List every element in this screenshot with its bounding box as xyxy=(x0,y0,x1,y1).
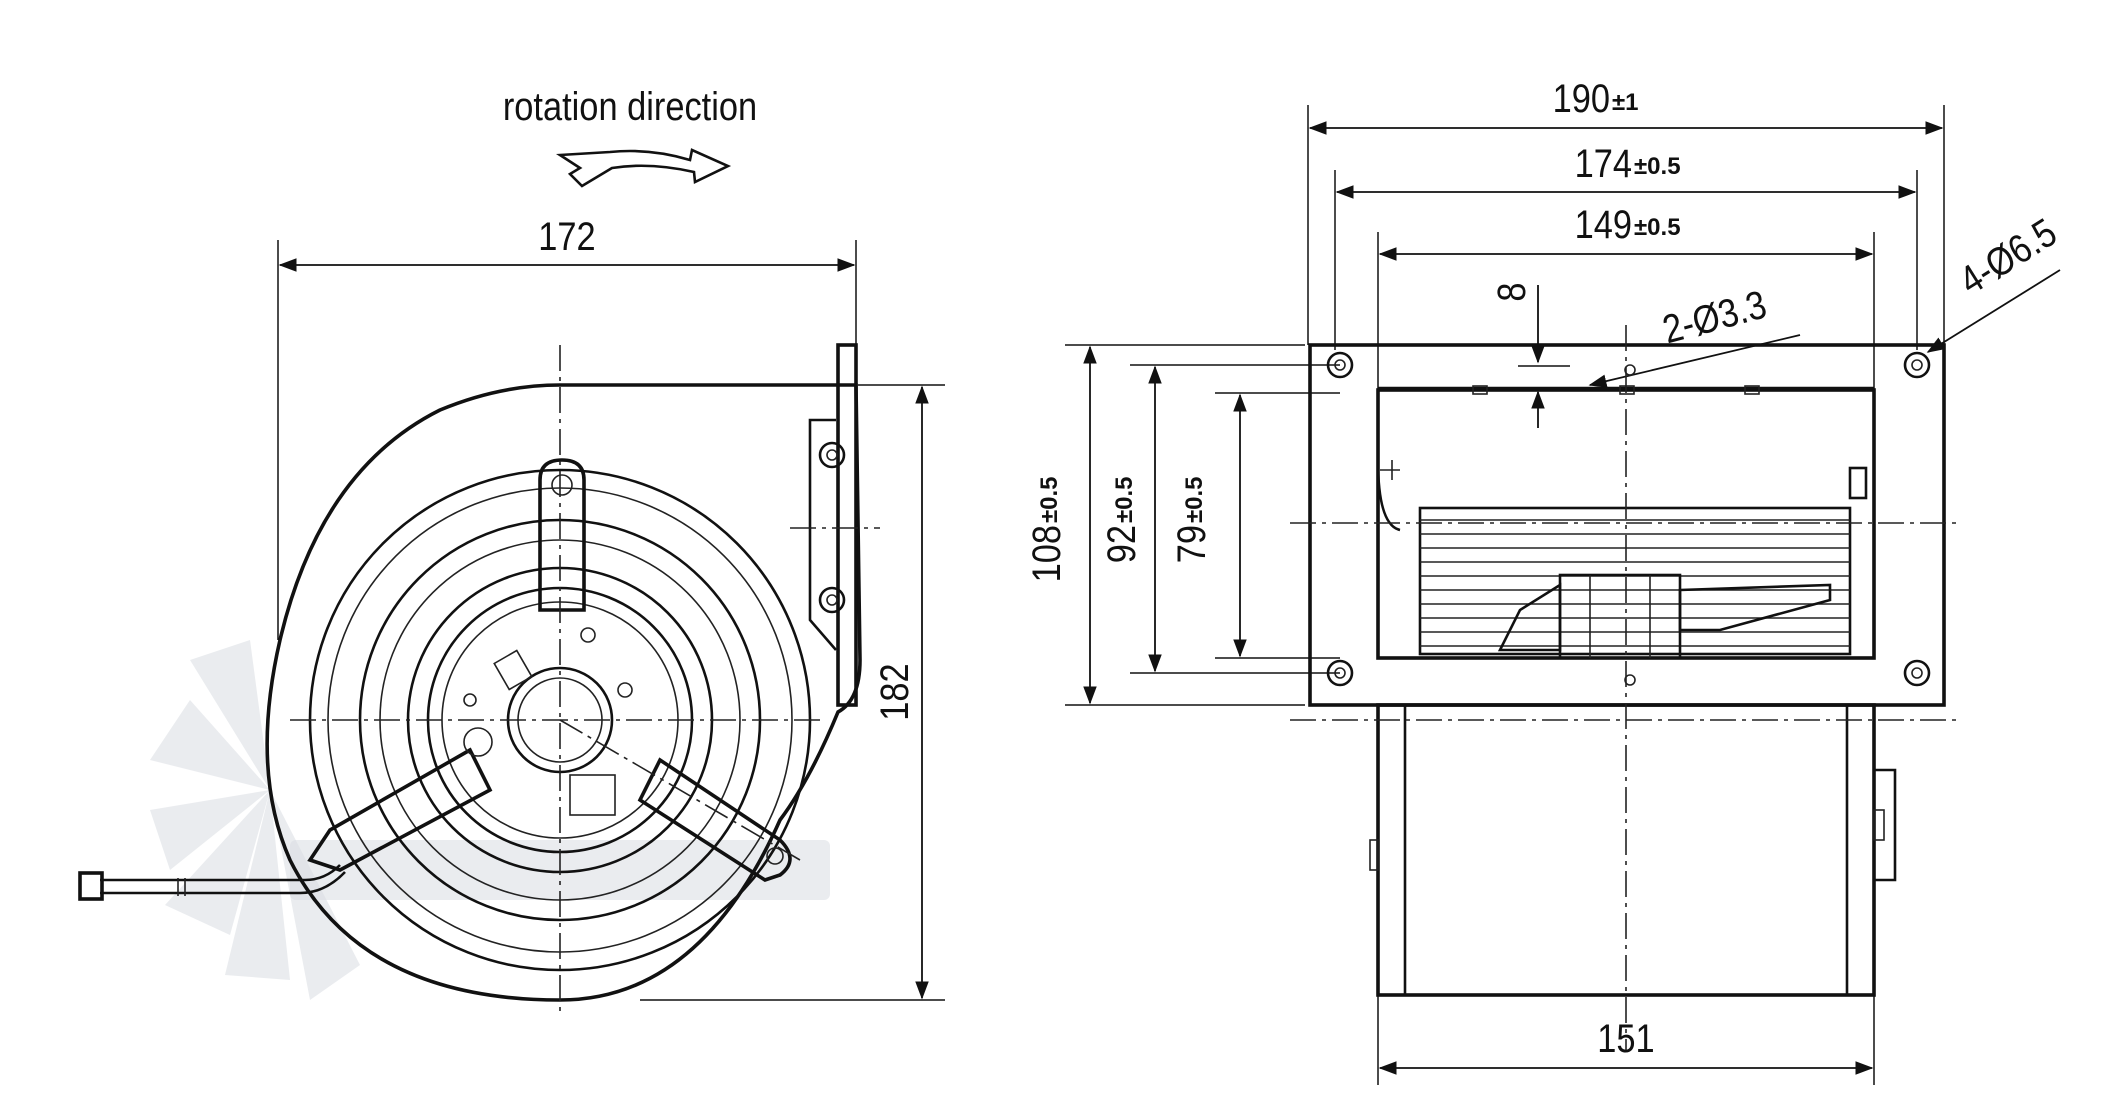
dim-182: 182 xyxy=(872,663,917,720)
svg-text:±0.5: ±0.5 xyxy=(1181,476,1208,523)
svg-text:108: 108 xyxy=(1024,525,1069,582)
dim-79: 79 ±0.5 xyxy=(1169,476,1214,563)
dim-108: 108 ±0.5 xyxy=(1024,476,1069,582)
mounting-flange xyxy=(836,343,858,707)
mounting-hole-br xyxy=(1903,659,1931,687)
front-view: rotation direction 172 182 xyxy=(78,84,945,1015)
svg-text:149: 149 xyxy=(1575,202,1632,247)
rotation-direction-label: rotation direction xyxy=(503,84,757,129)
rotation-arrow-icon xyxy=(555,148,732,188)
dim-172: 172 xyxy=(538,214,595,259)
mounting-hole-bl xyxy=(1326,659,1354,687)
hole-callout-2x: 2-Ø3.3 xyxy=(1658,281,1771,352)
support-arm-top xyxy=(538,458,586,612)
svg-text:92: 92 xyxy=(1099,525,1144,563)
side-view: 190 ±1 174 ±0.5 149 ±0.5 8 2-Ø3.3 4-Ø6.5 xyxy=(1024,76,2064,1085)
impeller-blades xyxy=(1418,506,1852,656)
mounting-hole-tl xyxy=(1326,351,1354,379)
dim-174: 174 ±0.5 xyxy=(1575,141,1681,186)
dim-190: 190 ±1 xyxy=(1553,76,1639,121)
svg-text:±0.5: ±0.5 xyxy=(1111,476,1138,523)
svg-text:±1: ±1 xyxy=(1612,89,1639,116)
housing-scroll xyxy=(265,383,862,1002)
svg-text:174: 174 xyxy=(1575,141,1632,186)
support-arm-left xyxy=(307,747,493,872)
svg-text:±0.5: ±0.5 xyxy=(1634,214,1681,241)
svg-text:190: 190 xyxy=(1553,76,1610,121)
dim-149: 149 ±0.5 xyxy=(1575,202,1681,247)
support-arm-right xyxy=(637,757,792,882)
svg-text:±0.5: ±0.5 xyxy=(1634,153,1681,180)
dim-151: 151 xyxy=(1597,1016,1654,1061)
dim-8: 8 xyxy=(1489,282,1534,301)
hole-callout-4x: 4-Ø6.5 xyxy=(1951,209,2064,303)
svg-text:±0.5: ±0.5 xyxy=(1036,476,1063,523)
power-cable xyxy=(100,864,341,882)
svg-text:79: 79 xyxy=(1169,525,1214,563)
mounting-hole-tr xyxy=(1903,351,1931,379)
dim-92: 92 ±0.5 xyxy=(1099,476,1144,563)
watermark-logo xyxy=(150,640,830,1000)
